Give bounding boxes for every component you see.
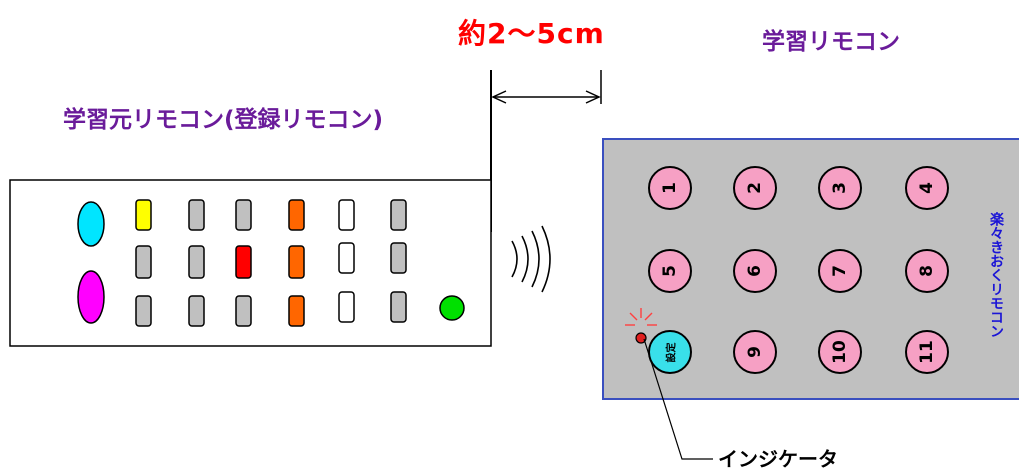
- setting-button[interactable]: 設定: [648, 330, 692, 374]
- button-label: 4: [917, 182, 937, 194]
- source-key: [390, 199, 407, 231]
- green-round-button: [439, 295, 465, 321]
- button-label: 11: [916, 340, 937, 364]
- indicator-led: [635, 332, 647, 344]
- remote-button-7[interactable]: 7: [818, 249, 862, 293]
- button-label: 6: [745, 265, 765, 277]
- magenta-oval-button: [77, 270, 105, 324]
- distance-arrow-left-head: [491, 90, 507, 104]
- source-key: [288, 295, 305, 327]
- learning-remote-title: 学習リモコン: [762, 29, 900, 55]
- source-key: [288, 199, 305, 231]
- distance-arrow-right-head: [585, 90, 601, 104]
- remote-button-1[interactable]: 1: [648, 166, 692, 210]
- remote-brand-label: 楽々きおくリモコン: [988, 212, 1004, 338]
- source-key: [188, 295, 205, 327]
- remote-button-9[interactable]: 9: [733, 330, 777, 374]
- distance-label: 約2～5cm: [458, 17, 605, 50]
- button-label: 1: [660, 182, 680, 194]
- source-key: [235, 295, 252, 327]
- button-label: 2: [745, 182, 765, 194]
- remote-button-11[interactable]: 11: [905, 330, 949, 374]
- source-key: [235, 199, 252, 231]
- remote-button-2[interactable]: 2: [733, 166, 777, 210]
- remote-button-6[interactable]: 6: [733, 249, 777, 293]
- remote-button-3[interactable]: 3: [818, 166, 862, 210]
- source-key: [188, 245, 205, 279]
- source-key: [338, 199, 355, 231]
- button-label: 9: [745, 346, 765, 358]
- signal-waves-icon: [511, 225, 551, 293]
- remote-button-4[interactable]: 4: [905, 166, 949, 210]
- source-key: [390, 242, 407, 274]
- source-key: [235, 245, 252, 279]
- remote-button-8[interactable]: 8: [905, 249, 949, 293]
- button-label: 設定: [666, 342, 678, 362]
- button-label: 8: [917, 265, 937, 277]
- remote-button-5[interactable]: 5: [648, 249, 692, 293]
- cyan-oval-button: [77, 201, 105, 247]
- source-key: [135, 245, 152, 279]
- source-key: [188, 199, 205, 231]
- indicator-label: インジケータ: [718, 447, 838, 471]
- source-key: [135, 199, 152, 231]
- button-label: 5: [660, 265, 680, 277]
- source-key: [288, 245, 305, 279]
- indicator-flash-icon: [625, 308, 657, 326]
- source-remote-title: 学習元リモコン(登録リモコン): [63, 107, 384, 133]
- button-label: 3: [830, 182, 850, 194]
- indicator-leader-line: [643, 338, 713, 460]
- source-key: [135, 295, 152, 327]
- button-label: 10: [829, 340, 850, 364]
- source-key: [338, 242, 355, 274]
- source-key: [338, 291, 355, 323]
- remote-button-10[interactable]: 10: [818, 330, 862, 374]
- source-key: [390, 291, 407, 323]
- button-label: 7: [830, 265, 850, 277]
